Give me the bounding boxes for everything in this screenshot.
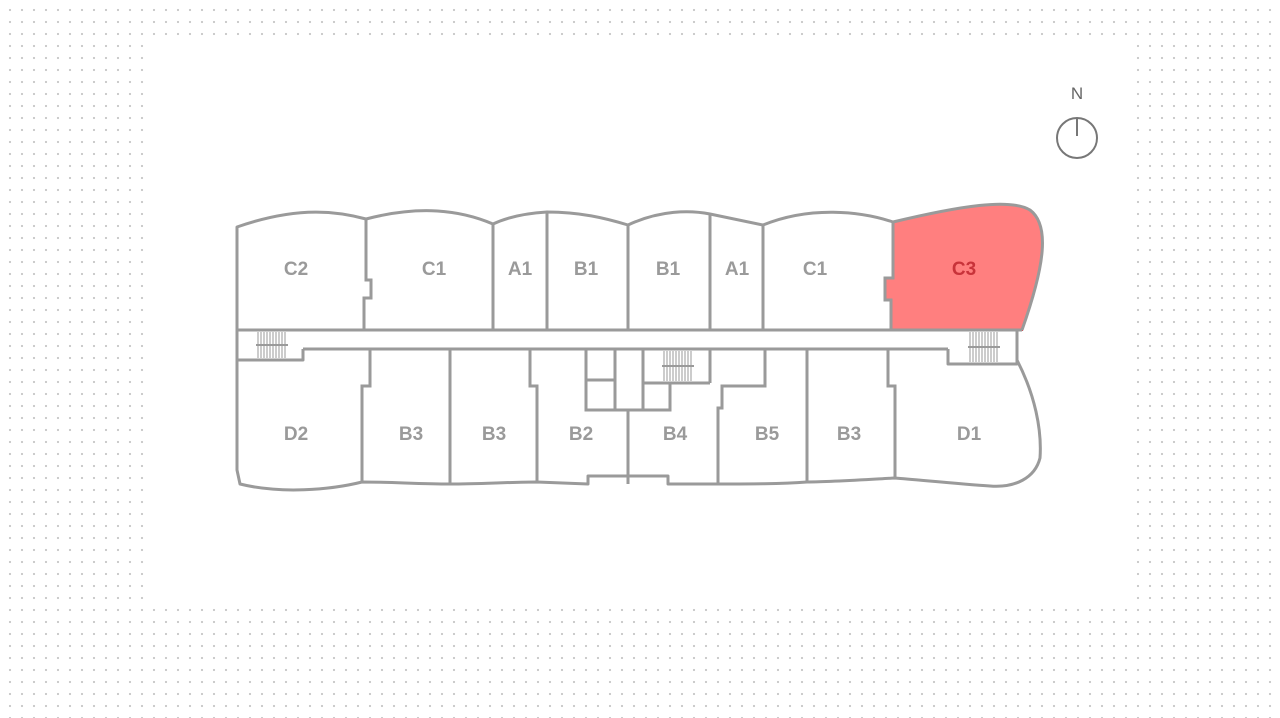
unit-n1[interactable] bbox=[237, 212, 371, 330]
unit-n4[interactable] bbox=[547, 212, 628, 330]
unit-s1[interactable] bbox=[237, 349, 370, 490]
unit-s2[interactable] bbox=[362, 349, 450, 484]
unit-n5[interactable] bbox=[628, 212, 710, 330]
outer-walls bbox=[235, 202, 1044, 492]
unit-areas bbox=[237, 203, 1044, 490]
unit-s8[interactable] bbox=[888, 349, 1040, 486]
unit-s6[interactable] bbox=[718, 349, 807, 484]
unit-n2[interactable] bbox=[364, 211, 493, 330]
unit-s3[interactable] bbox=[450, 349, 537, 484]
unit-s7[interactable] bbox=[807, 349, 895, 482]
unit-n3[interactable] bbox=[493, 212, 547, 330]
interior-walls bbox=[237, 212, 1022, 484]
stair-west-icon bbox=[256, 332, 288, 358]
unit-n6[interactable] bbox=[710, 214, 763, 330]
north-compass-icon: N bbox=[1056, 84, 1098, 159]
unit-n7[interactable] bbox=[763, 212, 893, 330]
unit-s4[interactable] bbox=[530, 349, 628, 482]
stair-center-icon bbox=[662, 351, 694, 381]
stair-east-icon bbox=[968, 332, 1000, 362]
compass-label: N bbox=[1071, 84, 1083, 103]
unit-n8[interactable] bbox=[884, 203, 1044, 331]
